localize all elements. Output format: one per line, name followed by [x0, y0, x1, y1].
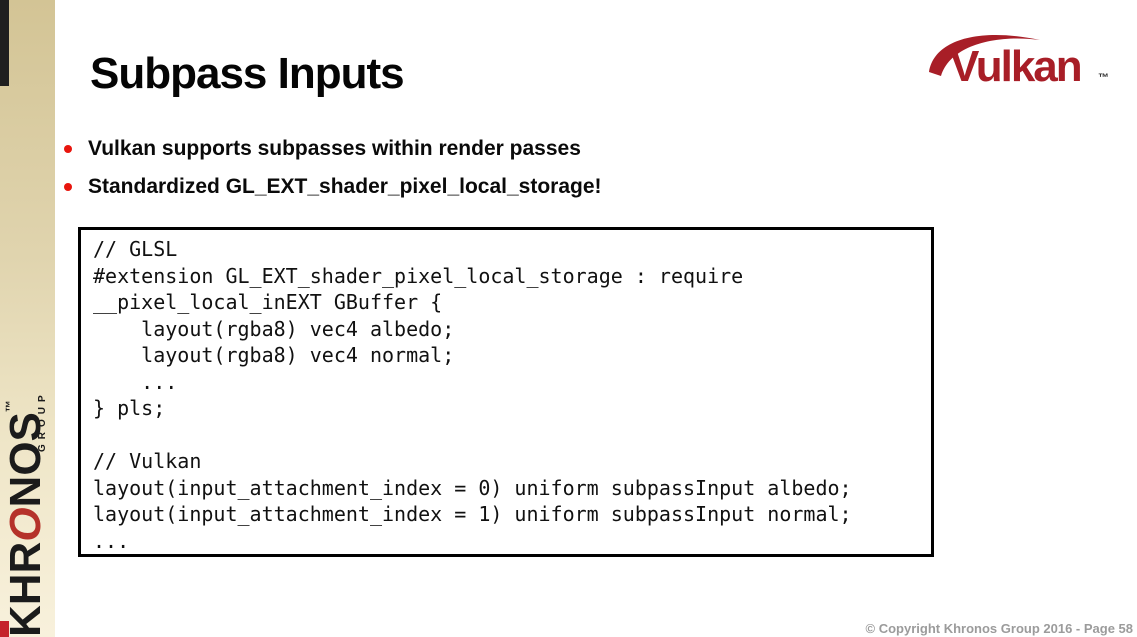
- bullet-dot-icon: [64, 145, 72, 153]
- edge-strip-red: [0, 621, 9, 637]
- vulkan-wordmark: Vulkan: [950, 42, 1083, 91]
- bullet-dot-icon: [64, 183, 72, 191]
- bullet-text: Standardized GL_EXT_shader_pixel_local_s…: [88, 175, 602, 198]
- code-line: [93, 422, 931, 449]
- khronos-group-label: GROUP: [37, 390, 48, 452]
- khronos-o-swoosh-icon: O: [1, 507, 50, 542]
- code-line: __pixel_local_inEXT GBuffer {: [93, 290, 443, 314]
- code-line: // GLSL: [93, 237, 178, 261]
- edge-strip-dark: [0, 0, 9, 86]
- copyright-footer: © Copyright Khronos Group 2016 - Page 58: [865, 621, 1133, 636]
- code-block: // GLSL #extension GL_EXT_shader_pixel_l…: [78, 227, 934, 557]
- code-line: // Vulkan: [93, 449, 202, 473]
- vulkan-logo: Vulkan ™: [926, 24, 1126, 96]
- khronos-trademark: ™: [3, 400, 17, 413]
- bullet-text: Vulkan supports subpasses within render …: [88, 137, 581, 160]
- code-line: } pls;: [93, 396, 166, 420]
- list-item: Vulkan supports subpasses within render …: [64, 137, 884, 161]
- list-item: Standardized GL_EXT_shader_pixel_local_s…: [64, 175, 884, 199]
- code-line: layout(rgba8) vec4 normal;: [93, 343, 455, 367]
- code-line: layout(input_attachment_index = 0) unifo…: [93, 475, 852, 500]
- code-line: ...: [93, 369, 178, 394]
- code-line: ...: [93, 528, 130, 553]
- page-title: Subpass Inputs: [90, 49, 405, 99]
- vulkan-swoosh-icon: [929, 35, 1040, 76]
- code-line: #extension GL_EXT_shader_pixel_local_sto…: [93, 263, 744, 288]
- vulkan-trademark: ™: [1098, 72, 1109, 84]
- code-line: layout(input_attachment_index = 1) unifo…: [93, 502, 852, 526]
- bullet-list: Vulkan supports subpasses within render …: [64, 137, 884, 213]
- code-line: layout(rgba8) vec4 albedo;: [93, 316, 455, 341]
- sidebar: KHRONOS™ GROUP: [0, 0, 55, 637]
